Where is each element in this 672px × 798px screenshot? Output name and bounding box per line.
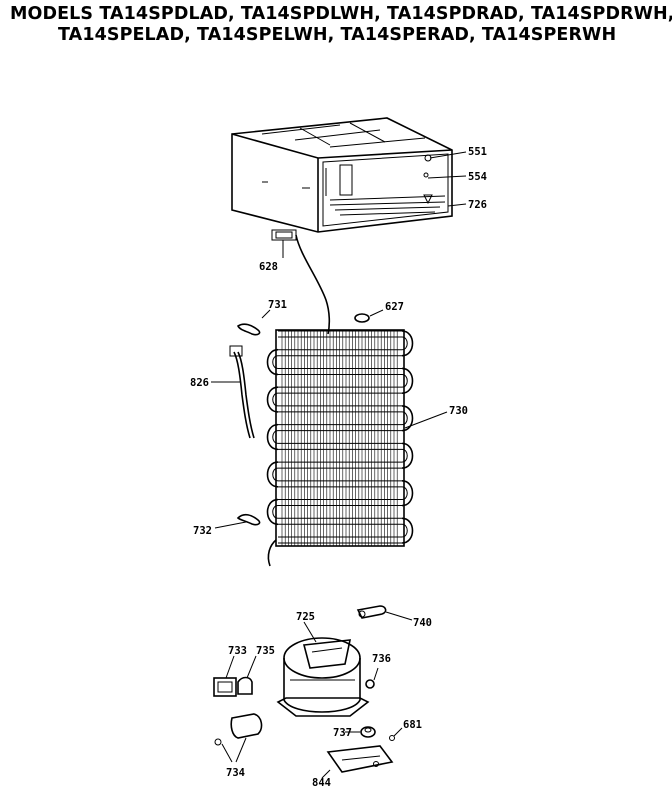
part-681-clip: [389, 727, 403, 741]
part-732-clip: [214, 513, 261, 529]
part-844-bracket: [321, 745, 394, 779]
part-730-condenser: [266, 329, 448, 567]
label-731: 731: [268, 299, 287, 311]
label-736: 736: [372, 653, 391, 665]
part-740-bracket: [356, 605, 413, 621]
label-726: 726: [468, 199, 487, 211]
title-line-1: MODELS TA14SPDLAD, TA14SPDLWH, TA14SPDRA…: [10, 4, 672, 24]
label-732: 732: [193, 525, 212, 537]
label-627: 627: [385, 301, 404, 313]
part-731-clip: [236, 309, 271, 336]
part-627-grommet: [354, 309, 384, 323]
label-737: 737: [333, 727, 352, 739]
label-734: 734: [226, 767, 245, 779]
part-736-grommet: [365, 667, 379, 689]
label-844: 844: [312, 777, 331, 789]
part-733-relay: [213, 655, 237, 697]
label-554: 554: [468, 171, 487, 183]
diagram-title: MODELS TA14SPDLAD, TA14SPDLWH, TA14SPDRA…: [10, 4, 672, 46]
title-line-2: TA14SPELAD, TA14SPELWH, TA14SPERAD, TA14…: [58, 25, 617, 45]
part-628-clip: [271, 229, 297, 258]
cabinet-housing: [231, 117, 453, 233]
label-681: 681: [403, 719, 422, 731]
part-725-compressor: [276, 621, 370, 717]
label-826: 826: [190, 377, 209, 389]
part-826-drier: [211, 345, 255, 439]
label-735: 735: [256, 645, 275, 657]
part-735-overload: [237, 655, 257, 695]
part-734-cover: [214, 713, 263, 763]
label-733: 733: [228, 645, 247, 657]
label-730: 730: [449, 405, 468, 417]
label-628: 628: [259, 261, 278, 273]
part-737-mount: [345, 726, 376, 738]
label-740: 740: [413, 617, 432, 629]
label-551: 551: [468, 146, 487, 158]
label-725: 725: [296, 611, 315, 623]
